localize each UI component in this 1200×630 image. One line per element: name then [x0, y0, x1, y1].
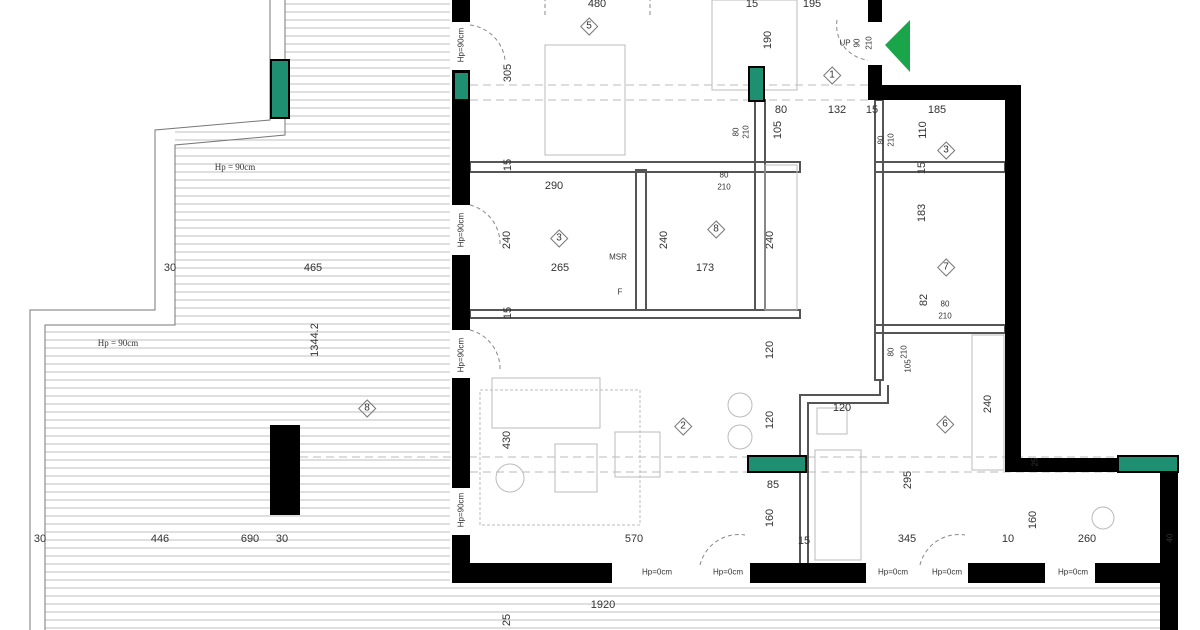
dimension: 105 — [772, 120, 784, 140]
dimension: 120 — [764, 410, 776, 430]
dimension: 40 — [1165, 533, 1175, 543]
dimension: 30 — [275, 533, 289, 545]
dimension: UP — [839, 38, 851, 48]
terrace-railing-height: Hp = 90cm — [97, 338, 139, 348]
dimension: Hp=0cm — [1057, 567, 1089, 577]
dimension: 105 — [903, 359, 913, 373]
dimension: 80 — [719, 170, 729, 180]
terrace-railing-height: Hp = 90cm — [214, 162, 256, 172]
room-number: 2 — [680, 420, 686, 432]
accent-columns — [270, 59, 1179, 473]
dimension: 82 — [918, 293, 930, 307]
dimension: F — [617, 287, 623, 297]
dimension: 210 — [938, 311, 952, 321]
room-number: 7 — [943, 261, 949, 273]
room-number: 5 — [586, 20, 592, 32]
dimension: 25 — [1030, 457, 1040, 467]
dimension: 120 — [764, 340, 776, 360]
dimension: 1344.2 — [309, 323, 321, 357]
room-number: 8 — [713, 223, 719, 235]
dimension: 15 — [865, 104, 879, 116]
window-height: Hp=90cm — [456, 492, 466, 528]
dimension: 85 — [766, 479, 780, 491]
dimension: 160 — [764, 508, 776, 528]
dimension: 295 — [902, 470, 914, 490]
entry-arrow-icon — [885, 20, 910, 72]
dimension: 120 — [832, 402, 852, 414]
room-number: 3 — [943, 144, 949, 156]
dimension: MSR — [609, 252, 627, 262]
terrace-hatching — [45, 3, 1160, 629]
dimension: 240 — [764, 230, 776, 250]
dimension: 446 — [150, 533, 170, 545]
dimension: 260 — [1077, 533, 1097, 545]
dimension: 15 — [745, 0, 759, 10]
dimension: 10 — [1001, 533, 1015, 545]
window-height: Hp=90cm — [456, 212, 466, 248]
dimension: Hp=0cm — [712, 567, 744, 577]
window-height: Hp=90cm — [456, 337, 466, 373]
room-number: 6 — [942, 418, 948, 430]
dimension: 570 — [624, 533, 644, 545]
dimension: 160 — [1027, 510, 1039, 530]
dimension: 480 — [587, 0, 607, 10]
dimension: 240 — [501, 230, 513, 250]
dimension: 210 — [886, 133, 896, 147]
dimension: 345 — [897, 533, 917, 545]
dimension: 25 — [501, 613, 513, 627]
dimension: 183 — [916, 203, 928, 223]
dimension: Hp=0cm — [641, 567, 673, 577]
dimension: 290 — [544, 180, 564, 192]
dimension: 132 — [827, 104, 847, 116]
dimension: 80 — [886, 347, 896, 357]
dimension: 210 — [717, 182, 731, 192]
dimension: 210 — [864, 36, 874, 50]
dimension: 173 — [695, 262, 715, 274]
dimension: 15 — [502, 306, 514, 320]
dimension: 430 — [501, 430, 513, 450]
dimension: 30 — [163, 262, 177, 274]
dimension: Hp=0cm — [877, 567, 909, 577]
dimension: 465 — [303, 262, 323, 274]
dimension: 15 — [916, 161, 928, 175]
dimension: 90 — [852, 38, 862, 48]
dimension: Hp=0cm — [931, 567, 963, 577]
dimension: 240 — [658, 230, 670, 250]
dimension: 80 — [876, 135, 886, 145]
dimension: 690 — [240, 533, 260, 545]
room-number: 1 — [829, 69, 835, 81]
dimension: 1920 — [590, 599, 616, 611]
exterior-walls — [270, 0, 1178, 630]
window-height: Hp=90cm — [456, 27, 466, 63]
dimension: 240 — [982, 394, 994, 414]
dimension: 80 — [940, 299, 950, 309]
dimension: 30 — [33, 533, 47, 545]
door-swings — [469, 0, 966, 566]
dimension: 15 — [502, 158, 514, 172]
room-number: 3 — [556, 232, 562, 244]
dimension: 305 — [502, 63, 514, 83]
dimension: 190 — [762, 30, 774, 50]
grid-lines — [300, 84, 1160, 473]
dimension: 265 — [550, 262, 570, 274]
dimension: 210 — [899, 345, 909, 359]
dimension: 210 — [741, 125, 751, 139]
dimension: 185 — [927, 104, 947, 116]
room-number: 8 — [364, 402, 370, 414]
dimension: 80 — [731, 127, 741, 137]
dimension: 80 — [774, 104, 788, 116]
dimension: 195 — [802, 0, 822, 10]
dimension: 110 — [917, 121, 929, 139]
dimension: 15 — [797, 535, 811, 547]
